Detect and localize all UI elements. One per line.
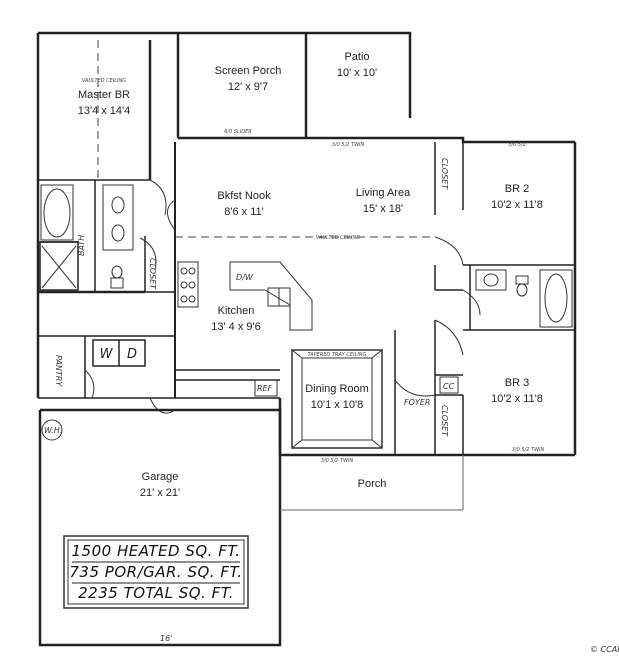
living-ceiling-note: VAULTED CEILING xyxy=(316,235,360,241)
br2-window-label: 3/0 5/2 xyxy=(508,142,526,148)
dishwasher-label: D/W xyxy=(236,273,254,282)
master-closet-label: CLOSET xyxy=(148,258,157,290)
master-name: Master BR xyxy=(78,89,130,101)
fridge-label: REF xyxy=(257,384,273,393)
water-heater-label: W.H. xyxy=(44,426,62,435)
porch-garage-sqft: 735 POR/GAR. SQ. FT. xyxy=(69,563,242,581)
twin-door-label-br3: 3/0 5/2 TWIN xyxy=(512,447,545,453)
living-name: Living Area xyxy=(356,187,411,199)
bkfst-dims: 8'6 x 11' xyxy=(224,206,263,218)
fixtures xyxy=(40,184,573,609)
dining-ceiling-note: TAPERED TRAY CEILING xyxy=(308,352,367,358)
foyer-label: FOYER xyxy=(404,398,430,407)
slider-door-label: 6/0 SLIDER xyxy=(224,129,252,135)
garage-width-label: 16' xyxy=(160,634,172,643)
patio-name: Patio xyxy=(344,51,369,63)
patio-dims: 10' x 10' xyxy=(337,67,377,79)
copyright-label: © CCAR xyxy=(590,645,619,654)
total-sqft: 2235 TOTAL SQ. FT. xyxy=(78,584,234,602)
kitchen-name: Kitchen xyxy=(218,305,255,317)
dryer-label: D xyxy=(127,347,137,362)
sqft-summary: 1500 HEATED SQ. FT. 735 POR/GAR. SQ. FT.… xyxy=(69,542,242,602)
garage-dims: 21' x 21' xyxy=(140,487,180,499)
interior-walls xyxy=(38,142,575,511)
annotations: BATH CLOSET CLOSET CLOSET PANTRY W D D/W… xyxy=(44,129,619,654)
dining-dims: 10'1 x 10'8 xyxy=(311,399,364,411)
walls xyxy=(36,31,577,647)
room-labels: Screen Porch 12' x 9'7 Patio 10' x 10' V… xyxy=(78,51,543,499)
twin-door-label-porch: 3/0 5/2 TWIN xyxy=(321,458,354,464)
br2-name: BR 2 xyxy=(505,183,529,195)
pantry-label: PANTRY xyxy=(54,355,63,387)
ceiling-lines xyxy=(97,40,435,238)
porch-name: Porch xyxy=(358,478,387,490)
br3-dims: 10'2 x 11'8 xyxy=(491,393,543,405)
br3-name: BR 3 xyxy=(505,377,529,389)
dining-name: Dining Room xyxy=(305,383,369,395)
master-dims: 13'4 x 14'4 xyxy=(78,105,131,117)
garage-name: Garage xyxy=(142,471,179,483)
br2-closet-label: CLOSET xyxy=(440,158,449,190)
screen-porch-dims: 12' x 9'7 xyxy=(228,81,268,93)
screen-porch-name: Screen Porch xyxy=(215,65,282,77)
twin-door-label-living: 3/0 5/2 TWIN xyxy=(332,142,365,148)
bath-label: BATH xyxy=(77,235,86,256)
coat-closet-label: CC xyxy=(443,382,455,391)
doors xyxy=(84,179,481,414)
br2-dims: 10'2 x 11'8 xyxy=(491,199,543,211)
bkfst-name: Bkfst Nook xyxy=(217,190,271,202)
kitchen-dims: 13' 4 x 9'6 xyxy=(211,321,260,333)
washer-label: W xyxy=(100,347,114,362)
br3-closet-label: CLOSET xyxy=(440,405,449,437)
living-dims: 15' x 18' xyxy=(363,203,403,215)
master-ceiling-note: VAULTED CEILING xyxy=(82,78,126,84)
heated-sqft: 1500 HEATED SQ. FT. xyxy=(72,542,241,560)
